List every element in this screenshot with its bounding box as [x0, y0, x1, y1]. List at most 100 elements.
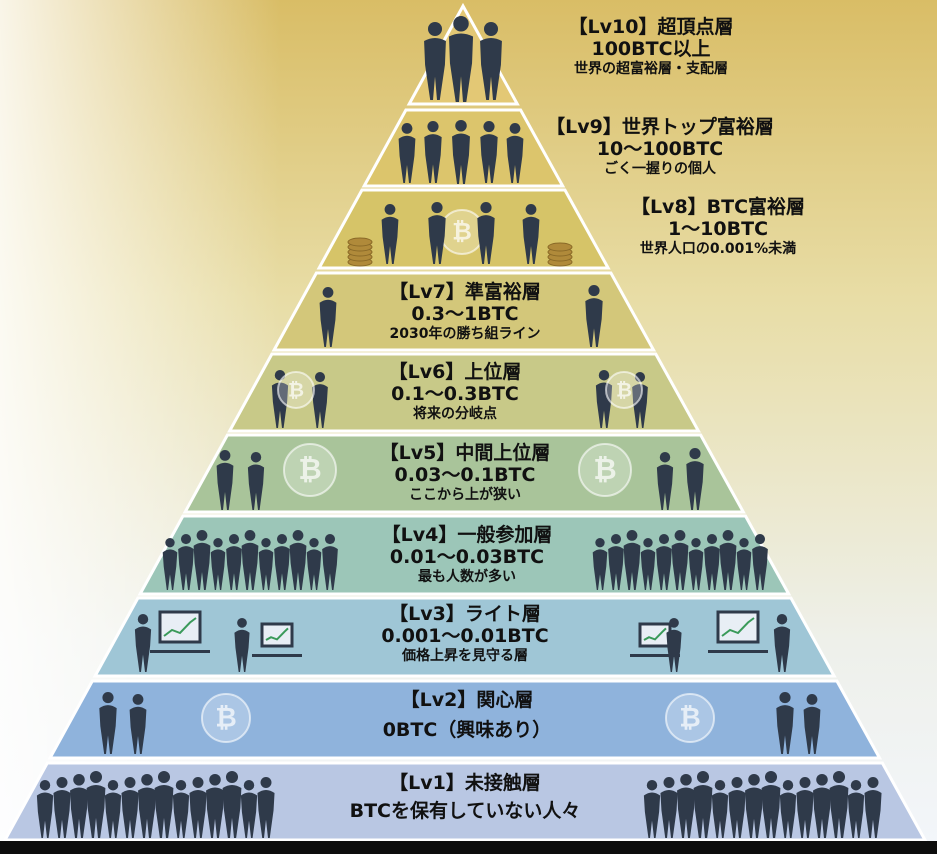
person-silhouette-icon	[99, 692, 117, 754]
tier-desc: 価格上昇を見守る層	[402, 647, 528, 664]
person-silhouette-icon	[424, 22, 446, 100]
person-silhouette-icon	[241, 530, 259, 590]
person-silhouette-icon	[480, 22, 502, 100]
person-silhouette-icon	[104, 780, 122, 838]
person-silhouette-icon	[134, 614, 152, 672]
tier-title: 【Lv6】上位層	[388, 361, 522, 383]
person-silhouette-icon	[319, 287, 337, 347]
tier-lv10: 【Lv10】超頂点層 100BTC以上 世界の超富裕層・支配層	[569, 16, 734, 77]
bitcoin-icon: ₿	[578, 443, 632, 497]
person-silhouette-icon	[193, 530, 211, 590]
tier-lv2: 【Lv2】関心層 0BTC（興味あり）	[383, 689, 552, 742]
person-silhouette-icon	[129, 694, 147, 754]
bottom-bar	[0, 841, 937, 854]
tier-title: 【Lv4】一般参加層	[381, 524, 553, 546]
person-silhouette-icon	[322, 534, 338, 590]
tier-desc: ごく一握りの個人	[604, 160, 716, 177]
person-silhouette-icon	[677, 774, 695, 838]
person-silhouette-icon	[847, 780, 865, 838]
person-silhouette-icon	[660, 777, 678, 838]
person-silhouette-icon	[623, 530, 641, 590]
tier-lv4: 【Lv4】一般参加層 0.01〜0.03BTC 最も人数が多い	[381, 524, 553, 585]
person-silhouette-icon	[693, 771, 713, 838]
person-silhouette-icon	[86, 771, 106, 838]
person-silhouette-icon	[398, 122, 416, 183]
tier-lv6: 【Lv6】上位層 0.1〜0.3BTC 将来の分岐点	[388, 361, 522, 422]
bitcoin-icon: ₿	[439, 209, 485, 255]
person-silhouette-icon	[711, 780, 729, 838]
person-silhouette-icon	[643, 780, 661, 838]
silhouettes: ₿₿₿₿₿₿₿	[36, 16, 882, 838]
person-silhouette-icon	[776, 692, 794, 754]
person-silhouette-icon	[36, 780, 54, 838]
person-silhouette-icon	[312, 372, 328, 428]
person-silhouette-icon	[306, 538, 322, 590]
svg-text:₿: ₿	[215, 702, 237, 733]
tier-desc: 世界の超富裕層・支配層	[574, 60, 728, 77]
tier-range: BTCを保有していない人々	[349, 799, 581, 822]
person-silhouette-icon	[274, 534, 290, 590]
person-silhouette-icon	[381, 204, 399, 264]
tier-range: 1〜10BTC	[667, 217, 769, 240]
person-silhouette-icon	[506, 122, 524, 183]
person-silhouette-icon	[608, 534, 624, 590]
person-silhouette-icon	[595, 370, 613, 428]
person-silhouette-icon	[656, 534, 672, 590]
person-silhouette-icon	[632, 372, 648, 428]
coin-stack-icon	[547, 242, 573, 267]
person-silhouette-icon	[813, 774, 831, 838]
tier-desc: 2030年の勝ち組ライン	[389, 325, 541, 342]
person-silhouette-icon	[640, 538, 656, 590]
tier-lv8: 【Lv8】BTC富裕層 1〜10BTC 世界人口の0.001%未満	[631, 196, 805, 257]
svg-text:₿: ₿	[288, 378, 304, 401]
bitcoin-icon: ₿	[201, 693, 251, 743]
person-silhouette-icon	[829, 771, 849, 838]
person-silhouette-icon	[688, 538, 704, 590]
person-silhouette-icon	[121, 777, 139, 838]
svg-text:₿: ₿	[593, 452, 616, 486]
computer-monitor-icon	[150, 610, 210, 653]
person-silhouette-icon	[745, 774, 763, 838]
svg-text:₿: ₿	[679, 702, 701, 733]
person-silhouette-icon	[686, 448, 704, 510]
person-silhouette-icon	[154, 771, 174, 838]
person-silhouette-icon	[803, 694, 821, 754]
person-silhouette-icon	[258, 538, 274, 590]
person-silhouette-icon	[452, 120, 470, 184]
person-silhouette-icon	[592, 538, 608, 590]
person-silhouette-icon	[257, 777, 275, 838]
person-silhouette-icon	[477, 202, 495, 264]
person-silhouette-icon	[704, 534, 720, 590]
person-silhouette-icon	[585, 285, 603, 347]
computer-monitor-icon	[252, 622, 302, 657]
bitcoin-icon: ₿	[605, 371, 643, 409]
person-silhouette-icon	[206, 774, 224, 838]
person-silhouette-icon	[162, 538, 178, 590]
svg-text:₿: ₿	[452, 218, 472, 246]
person-silhouette-icon	[448, 16, 474, 103]
person-silhouette-icon	[70, 774, 88, 838]
tier-lv7: 【Lv7】準富裕層 0.3〜1BTC 2030年の勝ち組ライン	[389, 281, 541, 342]
coin-stack-icon	[347, 237, 373, 267]
person-silhouette-icon	[226, 534, 242, 590]
tier-range: 0.01〜0.03BTC	[389, 545, 545, 568]
tier-range: 0.001〜0.01BTC	[381, 624, 549, 647]
tier-lv1: 【Lv1】未接触層 BTCを保有していない人々	[349, 772, 581, 823]
person-silhouette-icon	[428, 202, 446, 264]
person-silhouette-icon	[752, 534, 768, 590]
tier-range: 0.3〜1BTC	[411, 302, 519, 325]
tier-lv5: 【Lv5】中間上位層 0.03〜0.1BTC ここから上が狭い	[380, 442, 551, 503]
person-silhouette-icon	[719, 530, 737, 590]
person-silhouette-icon	[480, 121, 498, 183]
person-silhouette-icon	[247, 452, 265, 510]
tier-band-lv5	[182, 433, 746, 514]
person-silhouette-icon	[234, 618, 250, 672]
person-silhouette-icon	[656, 452, 674, 510]
person-silhouette-icon	[864, 777, 882, 838]
person-silhouette-icon	[424, 121, 442, 183]
person-silhouette-icon	[138, 774, 156, 838]
person-silhouette-icon	[210, 538, 226, 590]
person-silhouette-icon	[761, 771, 781, 838]
tier-title: 【Lv2】関心層	[400, 689, 534, 711]
